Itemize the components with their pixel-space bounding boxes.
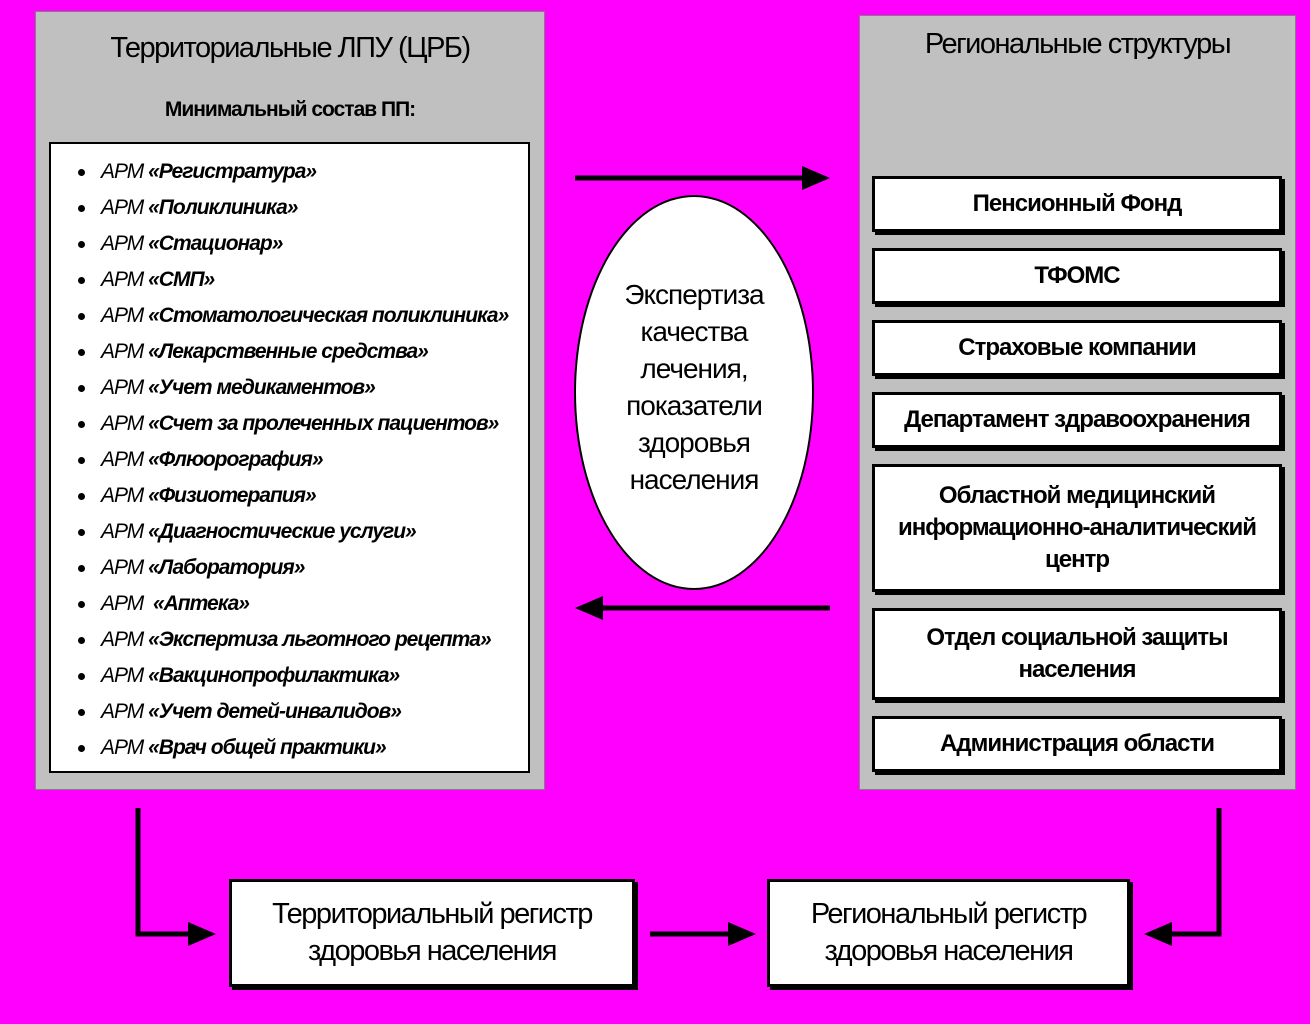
arm-list-item: АРМ «Учет медикаментов»: [51, 370, 528, 406]
arm-list: АРМ «Регистратура»АРМ «Поликлиника»АРМ «…: [51, 154, 528, 766]
bullet-icon: [78, 313, 85, 320]
arm-name: «Физиотерапия»: [148, 484, 317, 507]
territorial-register-label: Территориальный регистр здоровья населен…: [272, 898, 593, 967]
org-box-insurance: Страховые компании: [872, 320, 1282, 376]
arrowhead-left-middle: [575, 596, 603, 620]
arm-prefix: АРМ: [101, 160, 149, 183]
bullet-icon: [78, 529, 85, 536]
org-box-pension-fund: Пенсионный Фонд: [872, 176, 1282, 232]
arm-list-item: АРМ «Диагностические услуги»: [51, 514, 528, 550]
arm-prefix: АРМ: [101, 268, 149, 291]
arm-list-item: АРМ «Стоматологическая поликлиника»: [51, 298, 528, 334]
territorial-lpu-panel: Территориальные ЛПУ (ЦРБ) Минимальный со…: [35, 11, 545, 790]
arm-prefix: АРМ: [101, 448, 149, 471]
arm-name: «Врач общей практики»: [148, 736, 387, 759]
bullet-icon: [78, 565, 85, 572]
arm-name: «Учет медикаментов»: [148, 376, 376, 399]
arm-prefix: АРМ: [101, 664, 149, 687]
arm-prefix: АРМ: [101, 700, 149, 723]
bullet-icon: [78, 457, 85, 464]
arm-list-item: АРМ «Лаборатория»: [51, 550, 528, 586]
bullet-icon: [78, 169, 85, 176]
arm-list-item: АРМ «Стационар»: [51, 226, 528, 262]
bullet-icon: [78, 421, 85, 428]
arm-name: «Поликлиника»: [148, 196, 298, 219]
arm-name: «Аптека»: [152, 592, 250, 615]
arm-list-box: АРМ «Регистратура»АРМ «Поликлиника»АРМ «…: [49, 142, 530, 773]
arm-name: «Флюорография»: [148, 448, 323, 471]
territorial-register-box: Территориальный регистр здоровья населен…: [229, 879, 635, 987]
org-box-tfoms: ТФОМС: [872, 248, 1282, 304]
bullet-icon: [78, 349, 85, 356]
arm-prefix: АРМ: [101, 592, 153, 615]
arm-name: «Лекарственные средства»: [148, 340, 429, 363]
bullet-icon: [78, 601, 85, 608]
arrowhead-into-regional-register-left: [728, 922, 756, 946]
arm-name: «Стационар»: [148, 232, 283, 255]
arrowhead-right-top: [802, 166, 830, 190]
ellipse-label: Экспертиза качества лечения, показатели …: [624, 278, 764, 495]
minimal-software-subtitle: Минимальный состав ПП:: [164, 98, 416, 121]
arrowhead-into-regional-register-right: [1144, 922, 1172, 946]
arm-prefix: АРМ: [101, 196, 149, 219]
arm-name: «Счет за пролеченных пациентов»: [148, 412, 499, 435]
arm-prefix: АРМ: [101, 736, 149, 759]
arm-prefix: АРМ: [101, 304, 149, 327]
regional-structures-panel: Региональные структуры Пенсионный Фонд Т…: [859, 15, 1296, 790]
arrowhead-into-territorial-register: [188, 922, 216, 946]
arm-list-item: АРМ «Учет детей-инвалидов»: [51, 694, 528, 730]
arm-prefix: АРМ: [101, 340, 149, 363]
bullet-icon: [78, 385, 85, 392]
arm-prefix: АРМ: [101, 232, 149, 255]
arrow-left-panel-to-territorial-register: [135, 808, 190, 937]
bullet-icon: [78, 709, 85, 716]
arm-list-item: АРМ «Физиотерапия»: [51, 478, 528, 514]
arm-list-item: АРМ «Счет за пролеченных пациентов»: [51, 406, 528, 442]
org-box-analytic-center: Областной медицинский информационно-анал…: [872, 464, 1282, 592]
arm-prefix: АРМ: [101, 520, 149, 543]
bullet-icon: [78, 241, 85, 248]
bullet-icon: [78, 205, 85, 212]
arm-prefix: АРМ: [101, 628, 149, 651]
arm-list-item: АРМ «Экспертиза льготного рецепта»: [51, 622, 528, 658]
arm-list-item: АРМ «Врач общей практики»: [51, 730, 528, 766]
regional-register-label: Региональный регистр здоровья населения: [810, 898, 1088, 967]
arm-list-item: АРМ «Поликлиника»: [51, 190, 528, 226]
arm-list-item: АРМ «Аптека»: [51, 586, 528, 622]
quality-expertise-ellipse: Экспертиза качества лечения, показатели …: [574, 195, 814, 590]
arm-list-item: АРМ «Вакцинопрофилактика»: [51, 658, 528, 694]
bullet-icon: [78, 277, 85, 284]
bullet-icon: [78, 745, 85, 752]
arm-list-item: АРМ «Лекарственные средства»: [51, 334, 528, 370]
regional-structures-title: Региональные структуры: [924, 28, 1232, 60]
regional-register-box: Региональный регистр здоровья населения: [767, 879, 1130, 987]
territorial-lpu-title: Территориальные ЛПУ (ЦРБ): [110, 32, 471, 64]
arm-name: «СМП»: [148, 268, 215, 291]
org-box-health-department: Департамент здравоохранения: [872, 392, 1282, 448]
arm-prefix: АРМ: [101, 484, 149, 507]
arm-name: «Экспертиза льготного рецепта»: [148, 628, 492, 651]
arm-name: «Регистратура»: [148, 160, 317, 183]
arm-list-item: АРМ «Регистратура»: [51, 154, 528, 190]
arrow-right-panel-to-regional-register: [1170, 808, 1222, 937]
bullet-icon: [78, 637, 85, 644]
org-box-administration: Администрация области: [872, 716, 1282, 772]
arm-prefix: АРМ: [101, 556, 149, 579]
arm-prefix: АРМ: [101, 412, 149, 435]
arm-name: «Лаборатория»: [148, 556, 305, 579]
arm-name: «Учет детей-инвалидов»: [148, 700, 402, 723]
arm-name: «Стоматологическая поликлиника»: [148, 304, 509, 327]
org-box-social-protection: Отдел социальной защиты населения: [872, 608, 1282, 700]
arm-name: «Вакцинопрофилактика»: [148, 664, 400, 687]
bullet-icon: [78, 673, 85, 680]
arm-list-item: АРМ «СМП»: [51, 262, 528, 298]
arm-prefix: АРМ: [101, 376, 149, 399]
bullet-icon: [78, 493, 85, 500]
arm-name: «Диагностические услуги»: [148, 520, 417, 543]
arm-list-item: АРМ «Флюорография»: [51, 442, 528, 478]
